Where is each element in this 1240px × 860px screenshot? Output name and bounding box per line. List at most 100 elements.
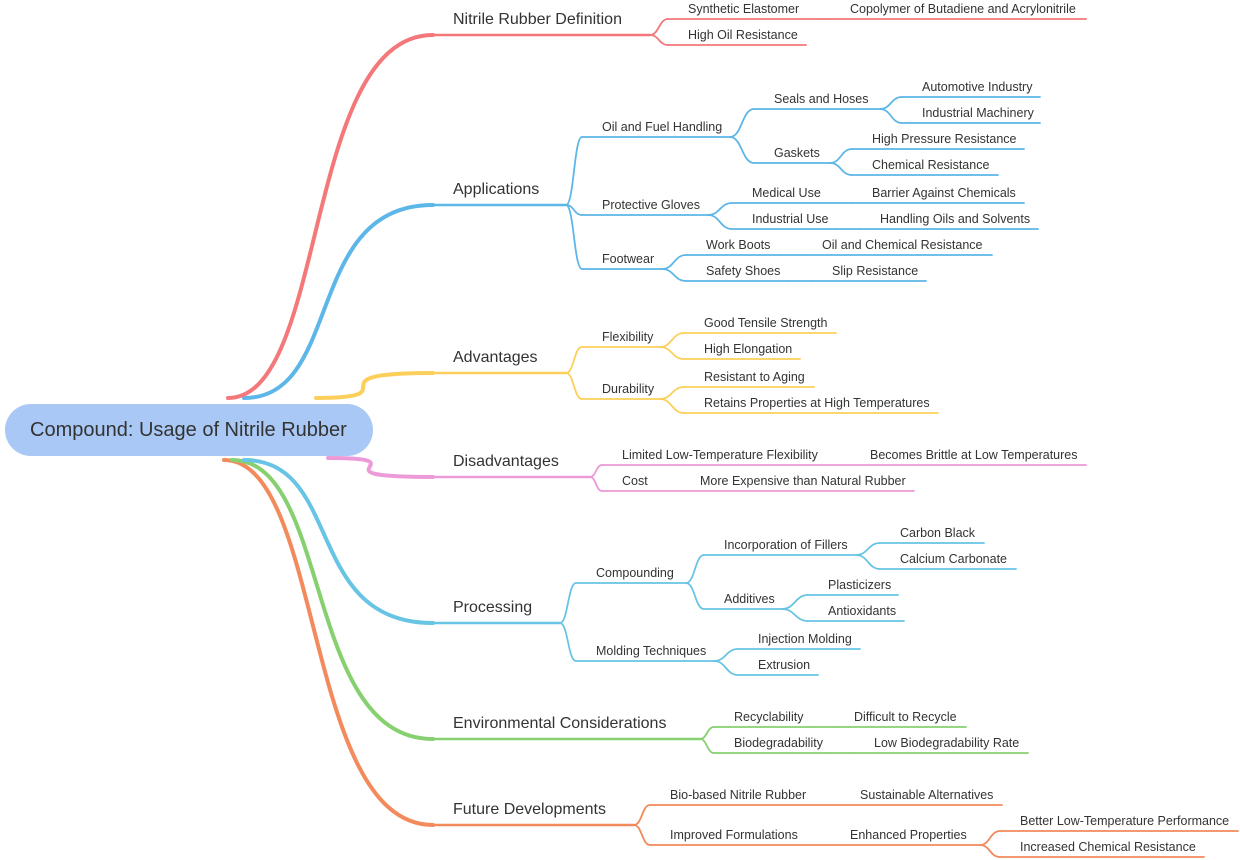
node-label[interactable]: Plasticizers [828,578,891,592]
node-label[interactable]: Oil and Chemical Resistance [822,238,983,252]
connector-3-0 [589,464,603,478]
node-label[interactable]: Medical Use [752,186,821,200]
node-label[interactable]: High Oil Resistance [688,28,798,42]
node-label[interactable]: Calcium Carbonate [900,552,1007,566]
branch-label[interactable]: Applications [453,181,539,198]
node-label[interactable]: Safety Shoes [706,264,780,278]
node-label[interactable]: Carbon Black [900,526,976,540]
connector-5-1 [699,738,715,754]
node-label[interactable]: Oil and Fuel Handling [602,120,722,134]
branch-label[interactable]: Disadvantages [453,453,559,470]
branch-connector-5 [230,458,435,741]
connector-6-1-0-0 [979,830,1001,846]
node-label[interactable]: Synthetic Elastomer [688,2,799,16]
node-label[interactable]: Biodegradability [734,736,824,750]
connector-2-1 [565,372,583,400]
node-label[interactable]: Improved Formulations [670,828,798,842]
connector-4-0-1 [685,582,705,610]
connector-4-1-1 [713,660,739,676]
node-label[interactable]: Injection Molding [758,632,852,646]
root-node-label: Compound: Usage of Nitrile Rubber [30,419,347,441]
node-label[interactable]: Cost [622,474,648,488]
node-label[interactable]: Industrial Machinery [922,106,1035,120]
connector-lines [222,18,1239,858]
connector-1-0-0-1 [879,108,903,124]
connector-4-0-0-0 [855,542,881,556]
connector-2-0-1 [659,346,685,360]
node-label[interactable]: Additives [724,592,775,606]
node-label[interactable]: Compounding [596,566,674,580]
node-label[interactable]: Incorporation of Fillers [724,538,848,552]
branch-connector-2 [314,371,435,400]
branch-label[interactable]: Advantages [453,349,538,366]
node-label[interactable]: Resistant to Aging [704,370,805,384]
node-label[interactable]: Footwear [602,252,654,266]
node-label[interactable]: Good Tensile Strength [704,316,828,330]
connector-2-0-0 [659,332,685,348]
node-label[interactable]: Limited Low-Temperature Flexibility [622,448,819,462]
connector-4-0 [559,582,577,624]
node-label[interactable]: Enhanced Properties [850,828,967,842]
mind-map-nodes: Nitrile Rubber Definition Synthetic Elast… [453,2,1229,854]
node-label[interactable]: Increased Chemical Resistance [1020,840,1196,854]
node-label[interactable]: Recyclability [734,710,804,724]
node-label[interactable]: More Expensive than Natural Rubber [700,474,906,488]
branch-label[interactable]: Nitrile Rubber Definition [453,11,622,28]
node-label[interactable]: Gaskets [774,146,820,160]
branch-label[interactable]: Environmental Considerations [453,715,666,732]
node-label[interactable]: Chemical Resistance [872,158,989,172]
connector-4-1-0 [713,648,739,662]
connector-6-1-0-1 [979,844,1001,858]
node-label[interactable]: Flexibility [602,330,654,344]
connector-1-1-0 [707,202,733,216]
node-label[interactable]: Difficult to Recycle [854,710,957,724]
node-label[interactable]: Slip Resistance [832,264,918,278]
node-label[interactable]: Seals and Hoses [774,92,869,106]
node-label[interactable]: Copolymer of Butadiene and Acrylonitrile [850,2,1076,16]
connector-1-0-1 [729,136,755,164]
connector-2-0 [565,346,583,374]
connector-1-1-1 [707,214,733,230]
connector-4-0-1-0 [781,594,809,610]
root-node-bubble [5,404,373,456]
connector-4-0-1-1 [781,608,809,622]
node-label[interactable]: Automotive Industry [922,80,1033,94]
node-label[interactable]: Sustainable Alternatives [860,788,993,802]
root-node[interactable]: Compound: Usage of Nitrile Rubber [5,404,373,456]
node-label[interactable]: High Pressure Resistance [872,132,1017,146]
node-label[interactable]: Barrier Against Chemicals [872,186,1016,200]
connector-4-0-0 [685,554,705,584]
node-label[interactable]: Low Biodegradability Rate [874,736,1019,750]
branch-connector-3 [326,456,435,479]
node-label[interactable]: Industrial Use [752,212,828,226]
node-label[interactable]: Antioxidants [828,604,896,618]
connector-1-0-0-0 [879,96,903,110]
node-label[interactable]: Protective Gloves [602,198,700,212]
node-label[interactable]: Extrusion [758,658,810,672]
connector-1-2 [565,204,583,270]
node-label[interactable]: Work Boots [706,238,770,252]
node-label[interactable]: Becomes Brittle at Low Temperatures [870,448,1078,462]
node-label[interactable]: Handling Oils and Solvents [880,212,1030,226]
branch-label[interactable]: Processing [453,599,532,616]
branch-connector-1 [242,203,435,400]
node-label[interactable]: Better Low-Temperature Performance [1020,814,1229,828]
node-label[interactable]: Bio-based Nitrile Rubber [670,788,806,802]
connector-1-0-1-0 [829,148,853,164]
node-label[interactable]: Retains Properties at High Temperatures [704,396,930,410]
branch-connector-6 [222,458,435,827]
branch-label[interactable]: Future Developments [453,801,606,818]
node-label[interactable]: High Elongation [704,342,792,356]
connector-1-0 [565,136,583,206]
connector-0-0 [649,18,669,36]
connector-2-1-0 [659,386,685,400]
connector-6-1 [633,824,651,846]
node-label[interactable]: Durability [602,382,655,396]
node-label[interactable]: Molding Techniques [596,644,706,658]
branch-connector-4 [242,458,435,625]
connector-1-2-1 [661,268,687,282]
connector-0-1 [649,34,669,46]
connector-4-0-0-1 [855,554,881,570]
connector-6-0 [633,804,651,826]
